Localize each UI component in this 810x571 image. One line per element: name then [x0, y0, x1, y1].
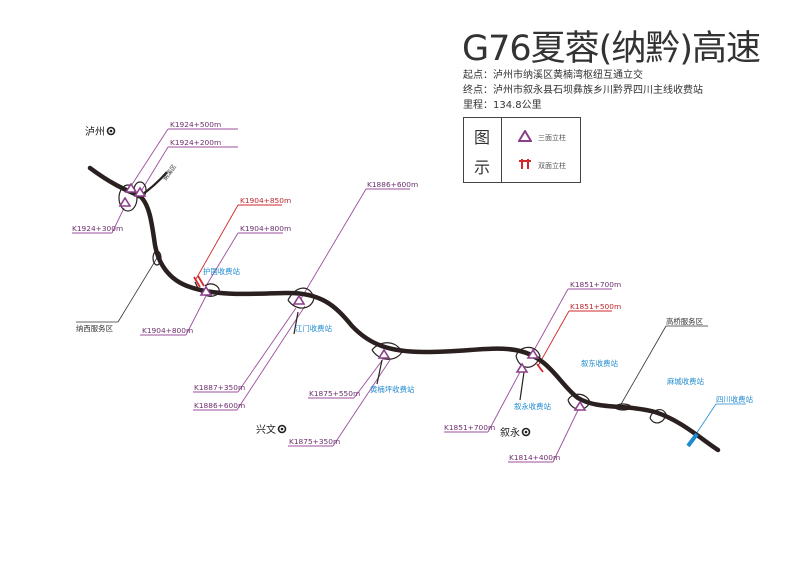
two-sided-post-icon [193, 276, 201, 288]
legend-head: 图 示 [464, 118, 502, 182]
toll-station-label: 麻城收费站 [667, 377, 705, 386]
leader-line [298, 188, 367, 303]
ramp-line [376, 359, 383, 385]
kp-label: K1904+800m [142, 326, 193, 335]
leader-lines-red [195, 204, 612, 367]
toll-barrier-icon [686, 432, 699, 448]
legend-head-char-2: 示 [474, 158, 491, 177]
kp-label-red: K1851+500m [570, 302, 621, 311]
service-leader [619, 325, 667, 407]
kp-label: K1814+400m [509, 453, 560, 462]
leader-line [552, 405, 581, 463]
interchange-loop [567, 393, 591, 410]
leader-line [111, 207, 125, 234]
toll-station-label: 四川收费站 [716, 395, 754, 404]
legend-item-two-sided: 双面立柱 [538, 162, 566, 170]
leader-line [185, 295, 207, 336]
leader-line [487, 371, 521, 433]
toll-station-label: 江门收费站 [295, 324, 333, 333]
leader-line-red [195, 204, 239, 280]
kp-label: K1887+350m [194, 383, 245, 392]
toll-station-label: 叙东收费站 [581, 359, 619, 368]
ramp-line [519, 371, 525, 401]
interchange-loop [118, 184, 138, 212]
ramp-label: 纳溪区 [161, 163, 178, 182]
leader-line [237, 307, 297, 393]
three-sided-post-icon [292, 294, 306, 305]
kp-label: K1886+600m [194, 401, 245, 410]
interchange-loop [194, 281, 220, 297]
map-title: G76夏蓉(纳黔)高速 [462, 29, 761, 69]
three-sided-post-icon [133, 186, 147, 197]
kp-label: K1851+700m [570, 280, 621, 289]
toll-station-label: 护国收费站 [203, 267, 241, 276]
three-sided-post-icon [118, 196, 132, 207]
kp-label: K1851+700m [444, 423, 495, 432]
city-marker-dot [109, 129, 113, 133]
kp-label: K1924+200m [170, 138, 221, 147]
interchange-loop [287, 287, 315, 309]
city-markers [106, 126, 531, 437]
two-sided-post-legend-icon [519, 159, 531, 169]
three-sided-post-icon [377, 348, 391, 359]
kp-label: K1924+500m [170, 120, 221, 129]
leader-line [130, 128, 169, 187]
three-sided-post-icon [573, 400, 587, 411]
three-sided-post-icon [515, 362, 529, 373]
three-sided-post-icon [526, 348, 540, 359]
three-sided-post-legend-icon [518, 130, 532, 142]
legend-item-three-sided: 三面立柱 [538, 134, 566, 142]
city-label-luzhou: 泸州 [85, 126, 105, 138]
kp-label-red: K1904+850m [240, 196, 291, 205]
ramp-line [293, 311, 299, 335]
kp-label: K1924+300m [72, 224, 123, 233]
service-leader [117, 257, 158, 323]
kp-label: K1875+350m [289, 437, 340, 446]
city-marker-dot [524, 430, 528, 434]
two-sided-post-icon [536, 363, 544, 373]
two-sided-posts [193, 275, 544, 373]
leader-line [353, 357, 385, 399]
leader-line [532, 288, 569, 353]
three-sided-post-icon [199, 285, 213, 296]
kp-label: K1875+550m [309, 389, 360, 398]
service-area-marker [152, 250, 162, 266]
service-area-label: 纳西服务区 [76, 324, 114, 333]
kp-label: K1886+600m [367, 180, 418, 189]
three-sided-posts [118, 182, 587, 411]
service-area-marker [614, 403, 632, 411]
service-leaders [76, 257, 708, 407]
leader-line-red [537, 310, 570, 367]
two-sided-post-icon [197, 275, 205, 287]
toll-station-label: 黄楠坪收费站 [370, 385, 415, 394]
leader-line [332, 359, 391, 447]
route-end: 终点：泸州市叙永县石坝彝族乡川黔界四川主线收费站 [463, 85, 703, 96]
city-label-xingwen: 兴文 [256, 423, 276, 436]
kp-label: K1904+800m [240, 224, 291, 233]
legend: 图 示 三面立柱 双面立柱 [463, 117, 581, 183]
leader-line [236, 305, 306, 411]
city-label-xuyong: 叙永 [500, 426, 520, 439]
toll-station-label: 叙永收费站 [514, 402, 552, 411]
leader-line [205, 232, 239, 287]
leader-lines [72, 128, 612, 463]
city-marker-dot [280, 427, 284, 431]
legend-head-char-1: 图 [474, 128, 491, 147]
route-mileage: 里程：134.8公里 [463, 100, 542, 111]
highway-g76 [87, 165, 721, 453]
service-area-label: 高桥服务区 [666, 317, 704, 326]
three-sided-post-icon [124, 182, 138, 193]
interchange-loop [649, 409, 667, 424]
route-start: 起点：泸州市纳溪区黄楠湾枢纽互通立交 [463, 70, 643, 81]
